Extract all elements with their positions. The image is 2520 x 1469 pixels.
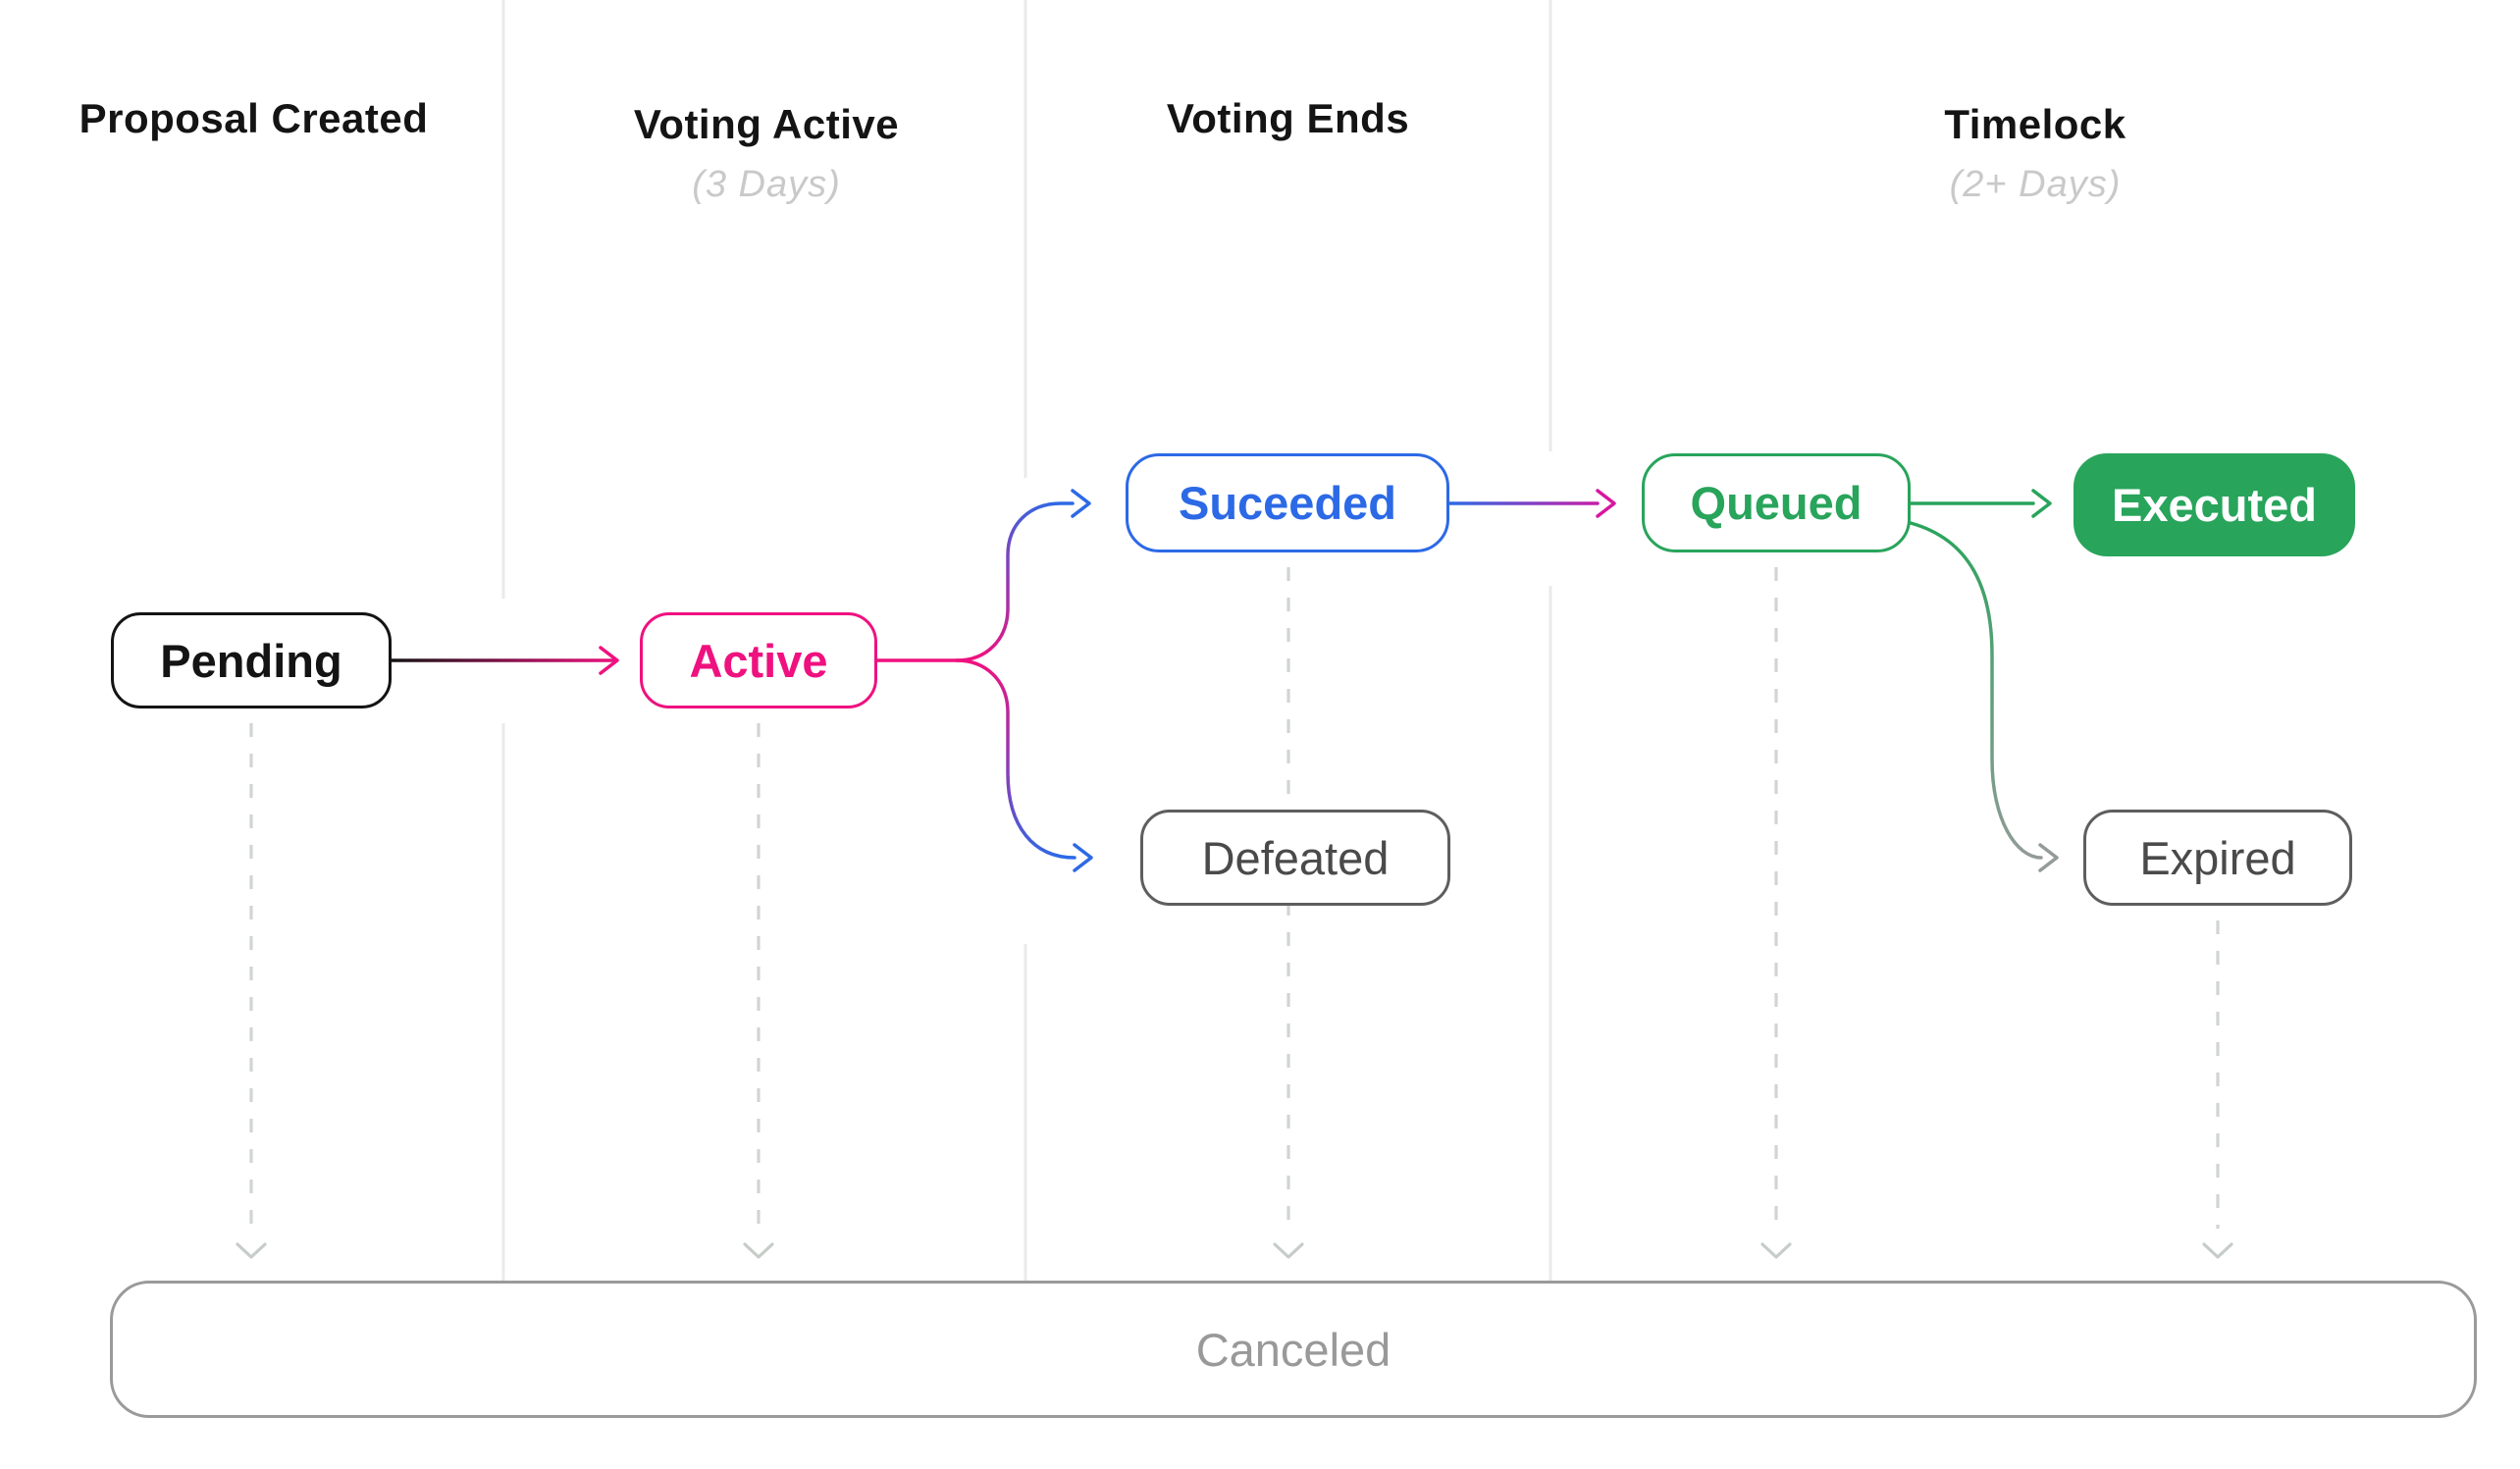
column-separators [501, 0, 1552, 1281]
arrowhead-right-icon [1596, 489, 1616, 518]
arrow-active-defeated [955, 658, 1076, 860]
column-subtitle: (3 Days) [692, 164, 841, 205]
arrowhead-right-icon [2031, 489, 2052, 518]
state-node-suceeded: Suceeded [1126, 453, 1449, 552]
chevron-down-icon [1273, 1242, 1304, 1259]
column-title: Voting Active [633, 101, 900, 147]
state-node-canceled: Canceled [110, 1281, 2477, 1418]
column-title: Timelock [1944, 101, 2126, 147]
chevron-down-icon [743, 1242, 774, 1259]
chevron-down-icon [236, 1242, 267, 1259]
state-node-pending: Pending [111, 612, 392, 708]
dashed-line-arrowheads [236, 1242, 2233, 1259]
arrow-queued-expired [1909, 521, 2043, 860]
chevron-down-icon [2202, 1242, 2233, 1259]
arrow-active-suceeded [955, 501, 1075, 662]
state-node-active: Active [640, 612, 877, 708]
column-title: Proposal Created [79, 95, 429, 141]
column-title: Voting Ends [1166, 95, 1410, 141]
state-node-executed: Executed [2074, 453, 2355, 556]
column-header-timelock: Timelock (2+ Days) [1550, 101, 2520, 207]
arrowhead-right-icon [599, 646, 619, 675]
arrowhead-right-icon [2038, 843, 2059, 872]
state-node-expired: Expired [2083, 810, 2352, 906]
column-subtitle: (2+ Days) [1949, 164, 2122, 205]
dashed-cancel-lines [249, 567, 2220, 1229]
column-header-voting-ends: Voting Ends [1025, 95, 1550, 142]
arrowhead-right-icon [1071, 489, 1091, 518]
chevron-down-icon [1760, 1242, 1792, 1259]
state-node-defeated: Defeated [1140, 810, 1450, 906]
arrowhead-right-icon [1073, 843, 1093, 872]
state-node-queued: Queued [1642, 453, 1911, 552]
column-header-voting-active: Voting Active (3 Days) [507, 101, 1025, 207]
column-header-proposal-created: Proposal Created [0, 95, 507, 142]
